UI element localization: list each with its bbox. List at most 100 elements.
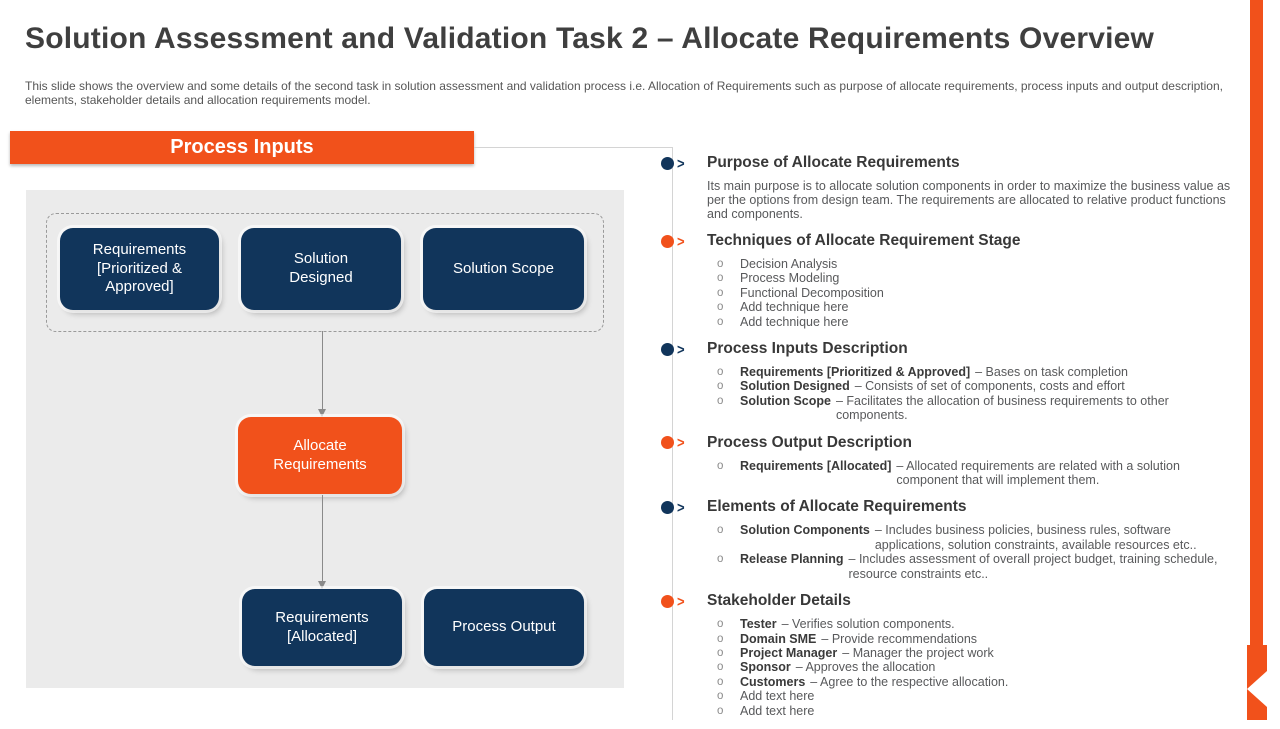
allocate-requirements-box: Allocate Requirements	[238, 417, 402, 494]
item-text: – Facilitates the allocation of business…	[835, 393, 1169, 423]
item-text: – Consists of set of components, costs a…	[854, 379, 1125, 394]
o-marker-icon: o	[717, 632, 724, 645]
section-title: Stakeholder Details	[707, 592, 851, 610]
item-text: – Agree to the respective allocation.	[810, 674, 1009, 689]
section-title: Techniques of Allocate Requirement Stage	[707, 232, 1021, 249]
o-marker-icon: o	[717, 315, 724, 328]
item-text: Process Modeling	[740, 271, 840, 286]
details-column: > Purpose of Allocate Requirements Its m…	[655, 154, 1247, 729]
input-box-requirements-prioritized: Requirements [Prioritized & Approved]	[60, 228, 219, 310]
section-heading: > Elements of Allocate Requirements	[655, 498, 1247, 516]
input-box-solution-scope: Solution Scope	[423, 228, 584, 310]
item-text: – Verifies solution components.	[781, 617, 955, 632]
connector-line-vertical	[672, 147, 673, 720]
arrow-down-line	[322, 331, 323, 409]
o-marker-icon: o	[717, 553, 724, 566]
o-marker-icon: o	[717, 675, 724, 688]
bullet-circle-icon	[661, 594, 674, 608]
item-lead: Requirements [Prioritized & Approved]	[740, 365, 971, 380]
item-text: – Includes business policies, business r…	[874, 523, 1197, 552]
o-marker-icon: o	[717, 301, 724, 314]
chevron-right-icon: >	[677, 154, 685, 172]
output-box-process-output: Process Output	[424, 589, 584, 666]
output-box-requirements-allocated: Requirements [Allocated]	[242, 589, 402, 666]
o-marker-icon: o	[717, 704, 724, 717]
chevron-right-icon: >	[677, 592, 685, 610]
ribbon-chevron-icon	[1247, 671, 1267, 707]
item-lead: Sponsor	[740, 660, 791, 675]
right-edge-ribbon	[1250, 0, 1263, 720]
list-item: o Solution Designed – Consists of set of c…	[717, 379, 1222, 393]
item-text: Add technique here	[740, 300, 849, 315]
section-heading: > Purpose of Allocate Requirements	[655, 154, 1247, 172]
item-text: – Provide recommendations	[821, 631, 978, 646]
chevron-right-icon: >	[677, 340, 685, 358]
list-item: o Domain SME – Provide recommendations	[717, 632, 1222, 646]
list-item: o Process Modeling	[717, 271, 1222, 285]
o-marker-icon: o	[717, 394, 724, 407]
page-title: Solution Assessment and Validation Task …	[25, 22, 1155, 55]
list-item: o Add text here	[717, 704, 1222, 718]
item-text: Add technique here	[740, 314, 849, 329]
item-lead: Domain SME	[740, 631, 817, 646]
section-heading: > Process Inputs Description	[655, 340, 1247, 358]
o-marker-icon: o	[717, 258, 724, 270]
item-text: – Bases on task completion	[975, 365, 1128, 380]
o-marker-icon: o	[717, 272, 724, 285]
section-purpose: > Purpose of Allocate Requirements Its m…	[655, 154, 1247, 221]
inputs-dashed-group	[46, 213, 604, 332]
connector-line-horizontal	[474, 147, 672, 148]
section-title: Elements of Allocate Requirements	[707, 498, 967, 516]
section-heading: > Process Output Description	[655, 434, 1247, 452]
o-marker-icon: o	[717, 524, 724, 537]
o-marker-icon: o	[717, 690, 724, 703]
o-marker-icon: o	[717, 380, 724, 393]
item-text: Functional Decomposition	[740, 285, 884, 300]
item-text: – Allocated requirements are related wit…	[896, 458, 1180, 488]
list-item: o Tester – Verifies solution components.	[717, 617, 1222, 631]
arrow-down-icon	[318, 409, 326, 417]
item-text: – Approves the allocation	[795, 660, 936, 675]
item-lead: Tester	[740, 617, 777, 632]
arrow-down-icon	[318, 581, 326, 589]
chevron-right-icon: >	[677, 232, 685, 250]
slide-subtitle: This slide shows the overview and some d…	[25, 79, 1223, 107]
item-lead: Solution Designed	[740, 379, 850, 394]
section-stakeholder-details: > Stakeholder Details o Tester – Verifies …	[655, 592, 1247, 718]
process-inputs-banner: Process Inputs	[10, 131, 474, 164]
section-list: o Tester – Verifies solution components. o…	[655, 617, 1247, 718]
o-marker-icon: o	[717, 286, 724, 299]
section-title: Process Inputs Description	[707, 340, 908, 358]
arrow-down-line	[322, 495, 323, 581]
o-marker-icon: o	[717, 618, 724, 631]
bullet-circle-icon	[661, 436, 674, 450]
section-title: Purpose of Allocate Requirements	[707, 154, 960, 171]
bullet-circle-icon	[661, 342, 674, 356]
item-text: Add text here	[740, 689, 815, 704]
item-text: Add text here	[740, 703, 815, 718]
o-marker-icon: o	[717, 459, 724, 472]
section-techniques: > Techniques of Allocate Requirement Sta…	[655, 232, 1247, 329]
item-text: – Includes assessment of overall project…	[848, 552, 1218, 581]
bullet-circle-icon	[661, 156, 674, 170]
item-text: – Manager the project work	[842, 645, 994, 660]
chevron-right-icon: >	[677, 434, 685, 451]
section-title: Process Output Description	[707, 433, 912, 451]
input-box-solution-designed: Solution Designed	[241, 228, 401, 310]
list-item: o Functional Decomposition	[717, 286, 1222, 300]
item-lead: Project Manager	[740, 645, 838, 660]
